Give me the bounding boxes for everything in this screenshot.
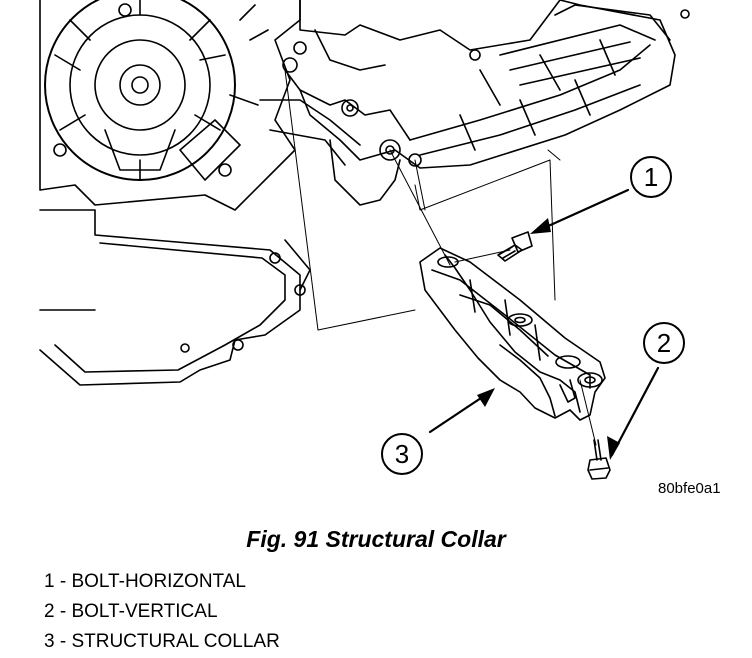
callout-number-1: 1 (644, 162, 658, 192)
vertical-bolt-drawing (587, 439, 611, 480)
structural-collar-drawing (419, 247, 606, 421)
arrow-2-head (607, 436, 620, 460)
figure-title: Fig. 91 Structural Collar (246, 526, 506, 552)
engine-block-drawing (259, 0, 690, 206)
legend-item-2: 2 - BOLT-VERTICAL (44, 601, 218, 622)
legend-item-1: 1 - BOLT-HORIZONTAL (44, 571, 246, 592)
figure-code: 80bfe0a1 (658, 480, 721, 497)
oil-pan-drawing (39, 209, 311, 386)
arrow-3-head (477, 388, 495, 407)
legend: 1 - BOLT-HORIZONTAL 2 - BOLT-VERTICAL 3 … (44, 567, 280, 657)
arrow-1-head (530, 218, 551, 234)
callout-circles (381, 156, 685, 475)
alignment-lines (284, 69, 597, 446)
transmission-housing-drawing (39, 0, 301, 211)
callout-number-3: 3 (395, 439, 409, 469)
callout-number-2: 2 (657, 328, 671, 358)
legend-item-3: 3 - STRUCTURAL COLLAR (44, 631, 280, 652)
horizontal-bolt-drawing (497, 231, 533, 262)
structural-collar-illustration: 1 2 3 (39, 0, 690, 480)
